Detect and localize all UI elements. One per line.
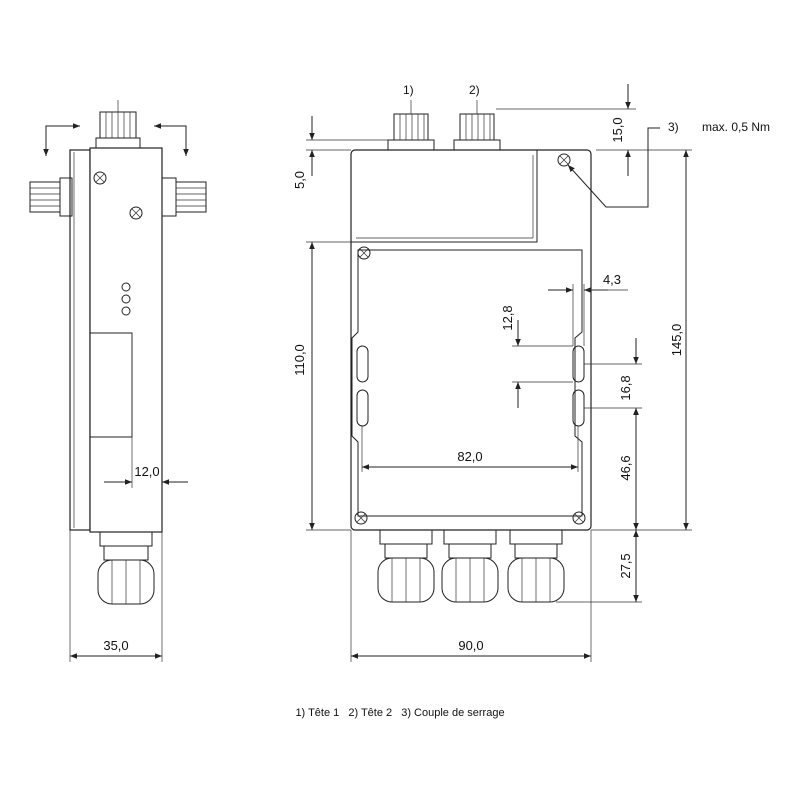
side-right-connector bbox=[161, 177, 207, 217]
legend-item-3: 3) Couple de serrage bbox=[401, 707, 505, 719]
dim-27-5: 27,5 bbox=[618, 553, 633, 578]
front-top-window bbox=[351, 150, 538, 243]
front-screw-top-right bbox=[557, 153, 571, 167]
front-screw-bottom-left bbox=[354, 511, 368, 525]
front-view: 1) 2) bbox=[292, 83, 770, 662]
front-connector-1 bbox=[387, 100, 435, 151]
dim-145-0: 145,0 bbox=[669, 324, 684, 357]
led-2 bbox=[121, 294, 131, 304]
slot-left-upper bbox=[356, 345, 369, 383]
legend-item-1: 1) Tête 1 bbox=[295, 707, 340, 719]
slot-left-lower bbox=[356, 389, 369, 427]
side-screw-mid bbox=[129, 206, 143, 220]
dim-46-6: 46,6 bbox=[618, 455, 633, 480]
dim-35-0: 35,0 bbox=[103, 638, 128, 653]
front-screw-mid-left bbox=[357, 246, 371, 260]
dim-82-0: 82,0 bbox=[457, 449, 482, 464]
label-head-2: 2) bbox=[469, 83, 480, 97]
front-gland-3 bbox=[507, 529, 565, 603]
front-inner-panel bbox=[351, 249, 583, 517]
dim-16-8: 16,8 bbox=[618, 375, 633, 400]
legend-item-2: 2) Tête 2 bbox=[348, 707, 393, 719]
right-rotate-arrow bbox=[154, 123, 189, 156]
dim-12-0: 12,0 bbox=[134, 464, 159, 479]
left-rotate-arrow bbox=[43, 123, 80, 156]
led-1 bbox=[121, 282, 131, 292]
legend: 1) Tête 1 2) Tête 2 3) Couple de serrage bbox=[0, 707, 800, 719]
dim-5-0: 5,0 bbox=[292, 171, 307, 189]
side-cable-gland bbox=[97, 531, 155, 605]
callout-3-leader bbox=[567, 127, 660, 208]
dim-90-0: 90,0 bbox=[458, 638, 483, 653]
led-3 bbox=[121, 306, 131, 316]
front-connector-2 bbox=[453, 100, 501, 151]
label-callout-3: 3) bbox=[668, 120, 679, 134]
front-gland-1 bbox=[377, 529, 435, 603]
side-view: 12,0 35,0 bbox=[29, 100, 207, 662]
dim-110-0: 110,0 bbox=[292, 344, 307, 376]
front-housing bbox=[350, 149, 592, 531]
side-screw-top bbox=[93, 171, 107, 185]
front-screw-bottom-right bbox=[572, 511, 586, 525]
label-head-1: 1) bbox=[403, 83, 414, 97]
dim-4-3: 4,3 bbox=[603, 272, 621, 287]
front-gland-2 bbox=[441, 529, 499, 603]
side-left-connector bbox=[29, 177, 73, 217]
label-torque: max. 0,5 Nm bbox=[702, 120, 770, 134]
dim-15-0: 15,0 bbox=[610, 117, 625, 142]
dim-12-8: 12,8 bbox=[500, 305, 515, 330]
side-back-plate bbox=[69, 149, 91, 531]
side-top-connector bbox=[95, 100, 141, 149]
